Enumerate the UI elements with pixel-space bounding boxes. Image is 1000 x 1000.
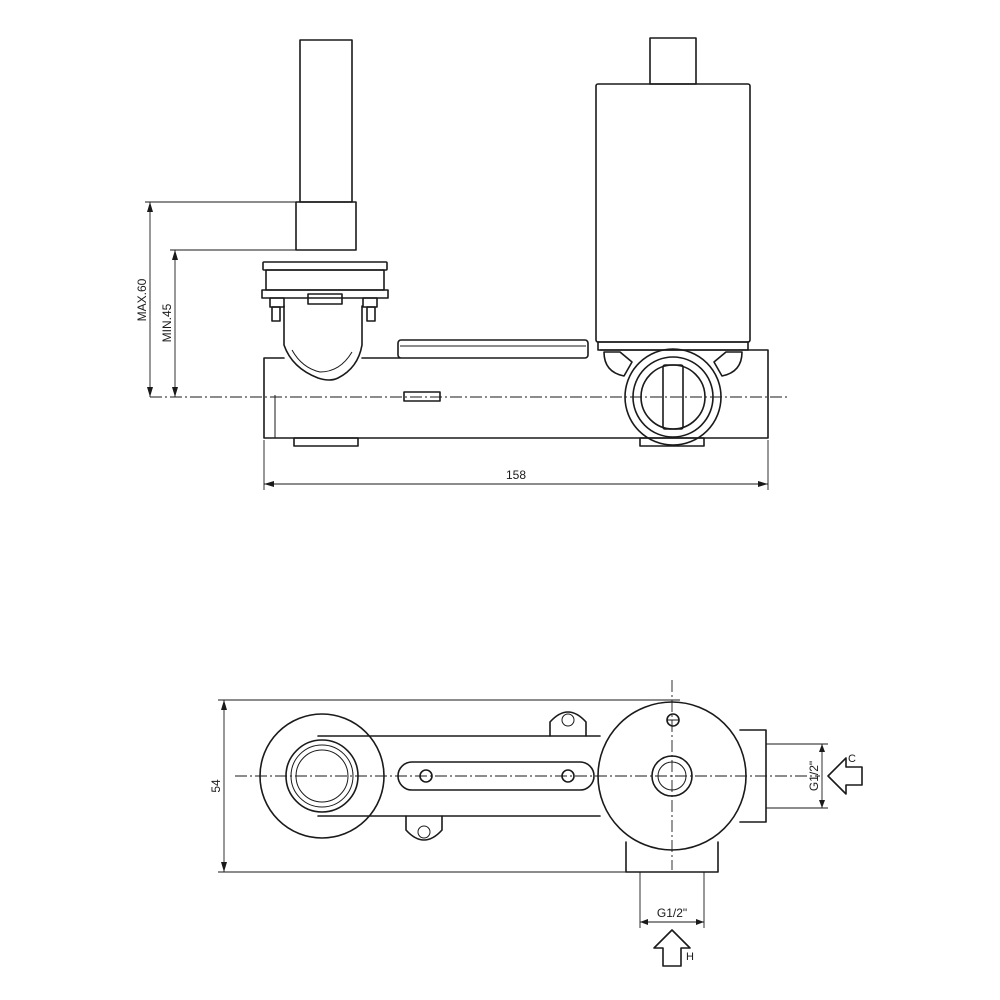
spout-neck xyxy=(283,305,363,381)
dim-min-label: MIN.45 xyxy=(160,303,174,342)
top-view: 54 G1/2" G1/2" C H xyxy=(209,680,863,967)
dim-hot-thread: G1/2" xyxy=(639,872,705,928)
mixer-housing xyxy=(595,37,751,377)
dim-length-label: 158 xyxy=(506,468,526,482)
dim-cold-thread-label: G1/2" xyxy=(807,761,821,791)
spout-tube xyxy=(295,39,357,251)
dim-max: MAX.60 xyxy=(135,201,296,397)
dim-max-label: MAX.60 xyxy=(135,278,149,321)
spout-flange xyxy=(261,261,389,322)
top-body xyxy=(317,711,601,841)
hot-inlet-arrow: H xyxy=(653,929,694,967)
dim-min: MIN.45 xyxy=(160,249,296,397)
dim-depth-label: 54 xyxy=(209,779,223,793)
dim-depth: 54 xyxy=(209,699,680,873)
hot-label: H xyxy=(686,951,694,963)
dim-length: 158 xyxy=(263,440,769,490)
side-view: MAX.60 MIN.45 158 xyxy=(135,37,790,490)
cold-inlet-arrow: C xyxy=(827,753,863,795)
dim-cold-thread: G1/2" xyxy=(766,743,828,809)
hot-inlet-boss xyxy=(625,841,719,873)
dim-hot-thread-label: G1/2" xyxy=(657,906,687,920)
cover-plate xyxy=(397,339,589,359)
cold-label: C xyxy=(848,753,856,765)
